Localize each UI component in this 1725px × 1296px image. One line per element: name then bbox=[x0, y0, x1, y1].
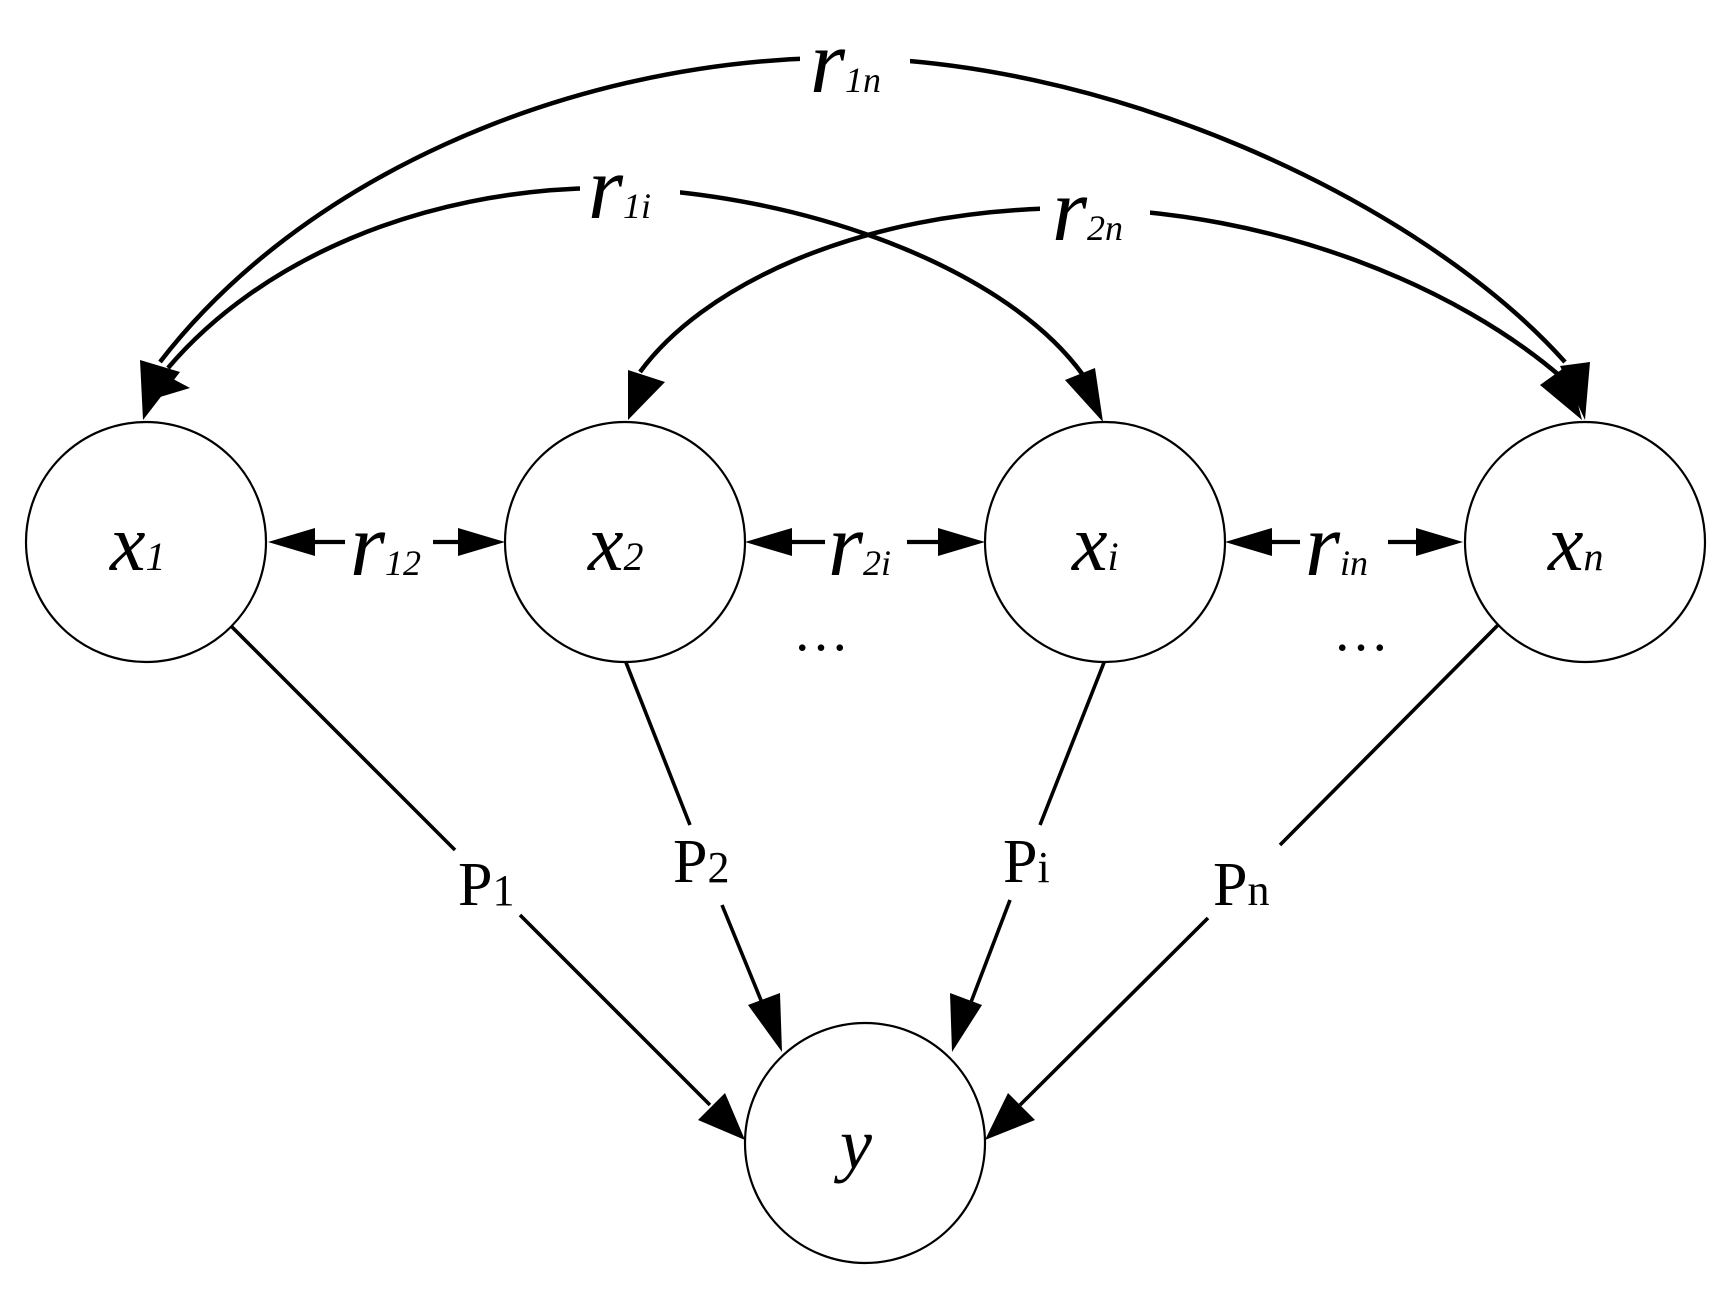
arrowhead-pn bbox=[985, 1093, 1035, 1140]
label-p1: P1 bbox=[458, 851, 514, 919]
arrowhead-r2n-x2 bbox=[628, 370, 665, 420]
arrowhead-p1 bbox=[698, 1093, 745, 1140]
path-line-pn-upper bbox=[1278, 623, 1500, 847]
arrowhead-r1i-x1 bbox=[150, 372, 190, 400]
arrowhead-r2i-left bbox=[745, 528, 792, 556]
ellipsis-left: … bbox=[793, 601, 849, 663]
path-line-pi-upper bbox=[1038, 659, 1107, 826]
path-line-pn-lower bbox=[1018, 916, 1210, 1107]
node-xi: xi bbox=[983, 420, 1227, 664]
svg-text:xn: xn bbox=[1547, 500, 1604, 588]
arrowhead-r2i-right bbox=[938, 528, 985, 556]
svg-text:x2: x2 bbox=[587, 500, 644, 588]
arrowhead-rin-right bbox=[1416, 528, 1463, 556]
svg-text:x1: x1 bbox=[109, 500, 166, 588]
path-line-p1-upper bbox=[228, 623, 457, 852]
label-bg-r1i bbox=[580, 160, 680, 235]
label-rin: rin bbox=[1305, 496, 1368, 595]
label-pi: Pi bbox=[1003, 828, 1050, 896]
svg-text:xi: xi bbox=[1071, 500, 1119, 588]
arrowhead-p2 bbox=[748, 993, 782, 1052]
node-y: y bbox=[743, 1021, 987, 1265]
arrowhead-rin-left bbox=[1225, 528, 1272, 556]
arrowhead-r1n-xn bbox=[1560, 362, 1590, 420]
arrowhead-r1i-xi bbox=[1065, 368, 1103, 422]
arrowhead-r12-left bbox=[268, 528, 315, 556]
label-bg-r1n bbox=[800, 25, 910, 110]
label-bg-rin bbox=[1300, 500, 1388, 580]
label-r1n: r1n bbox=[810, 13, 881, 112]
label-bg-r2i bbox=[825, 500, 907, 580]
label-r2n: r2n bbox=[1052, 161, 1123, 260]
node-x1: x1 bbox=[24, 420, 268, 664]
arrowhead-r12-right bbox=[458, 528, 505, 556]
label-bg-r12 bbox=[345, 500, 433, 580]
label-p2: P2 bbox=[673, 828, 729, 896]
path-line-p2-lower bbox=[720, 904, 767, 1011]
ellipsis-right: … bbox=[1333, 601, 1389, 663]
path-line-p1-lower bbox=[518, 913, 712, 1107]
node-xn: xn bbox=[1463, 420, 1707, 664]
label-bg-r2n bbox=[1040, 178, 1150, 256]
svg-text:y: y bbox=[833, 1104, 872, 1184]
path-line-p2-upper bbox=[623, 659, 692, 826]
label-r12: r12 bbox=[350, 496, 421, 595]
label-pn: Pn bbox=[1213, 851, 1269, 919]
node-x2: x2 bbox=[503, 420, 747, 664]
arrowhead-pi bbox=[950, 993, 982, 1052]
label-r2i: r2i bbox=[828, 496, 891, 595]
path-line-pi-lower bbox=[966, 899, 1012, 1011]
label-r1i: r1i bbox=[588, 139, 651, 238]
